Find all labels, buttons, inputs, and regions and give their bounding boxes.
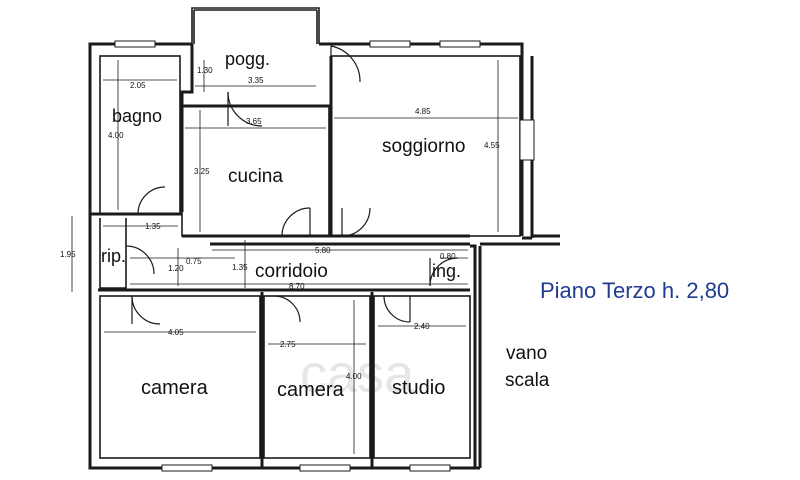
room-label-studio: studio bbox=[392, 377, 445, 399]
room-label-camera-2: camera bbox=[277, 379, 345, 401]
room-label-ripostiglio: rip. bbox=[101, 246, 126, 266]
interior-walls bbox=[90, 55, 521, 468]
doors bbox=[125, 45, 459, 325]
dim-label: 4.55 bbox=[484, 141, 500, 150]
room-label-ingresso: ing. bbox=[432, 261, 461, 281]
dim-label: 3.65 bbox=[246, 117, 262, 126]
dim-label: 0.75 bbox=[186, 257, 202, 266]
dimension-labels: 2.05 1.30 3.35 4.00 3.65 4.85 4.55 3.25 … bbox=[60, 66, 500, 381]
room-label-soggiorno: soggiorno bbox=[382, 136, 465, 157]
dim-label: 1.20 bbox=[168, 264, 184, 273]
room-label-vano-scala: vano scala bbox=[505, 343, 552, 391]
dim-label: 0.80 bbox=[440, 252, 456, 261]
dim-label: 2.40 bbox=[414, 322, 430, 331]
dim-label: 1.30 bbox=[197, 66, 213, 75]
dim-label: 1.35 bbox=[232, 263, 248, 272]
dim-label: 3.25 bbox=[194, 167, 210, 176]
floor-title: Piano Terzo h. 2,80 bbox=[540, 278, 729, 303]
dim-label: 2.05 bbox=[130, 81, 146, 90]
dim-label: 4.00 bbox=[346, 372, 362, 381]
dim-label: 4.00 bbox=[108, 131, 124, 140]
dim-label: 8.70 bbox=[289, 282, 305, 291]
dimension-lines bbox=[71, 60, 518, 454]
watermark-text: casa bbox=[300, 344, 415, 404]
dim-label: 3.35 bbox=[248, 76, 264, 85]
room-label-corridoio: corridoio bbox=[255, 261, 328, 282]
room-label-poggiolo: pogg. bbox=[225, 49, 270, 69]
dim-label: 4.05 bbox=[168, 328, 184, 337]
dim-label: 1.95 bbox=[60, 250, 76, 259]
windows bbox=[114, 40, 535, 472]
room-label-bagno: bagno bbox=[112, 106, 162, 126]
dim-label: 2.75 bbox=[280, 340, 296, 349]
dim-label: 4.85 bbox=[415, 107, 431, 116]
room-label-camera-1: camera bbox=[141, 377, 209, 399]
dim-label: 1.35 bbox=[145, 222, 161, 231]
dim-label: 5.80 bbox=[315, 246, 331, 255]
room-label-cucina: cucina bbox=[228, 166, 283, 187]
room-labels: pogg. bagno cucina soggiorno rip. corrid… bbox=[101, 49, 552, 401]
